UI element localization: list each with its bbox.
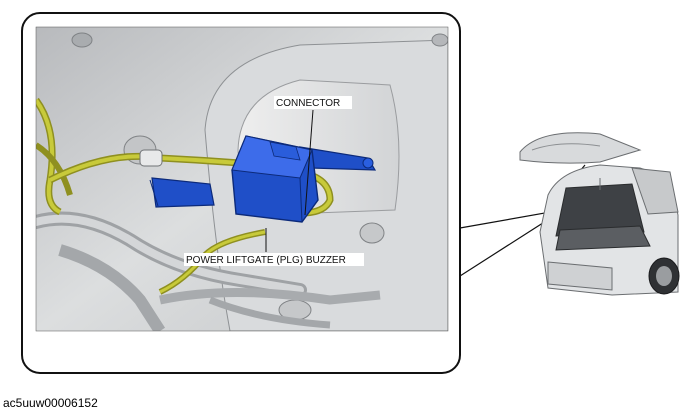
buzzer-label-bg — [184, 253, 364, 266]
harness-clip — [139, 149, 163, 167]
gray-hose — [208, 296, 331, 329]
rear-bumper — [547, 261, 613, 291]
detail-view — [36, 27, 448, 331]
bracket-arm — [151, 177, 215, 208]
liftgate — [519, 132, 642, 164]
gray-hose — [58, 244, 166, 331]
mounting-bolt — [362, 157, 374, 169]
connector-label: CONNECTOR — [276, 98, 340, 109]
connector-leader — [304, 109, 314, 216]
suv-rear-liftgate-open-icon — [519, 132, 680, 296]
gray-hose-highlight — [36, 214, 304, 294]
panel-hole — [431, 33, 448, 47]
gray-hose — [159, 288, 381, 305]
bracket-edge — [149, 179, 159, 207]
panel-hole — [359, 222, 385, 244]
buzzer-label: POWER LIFTGATE (PLG) BUZZER — [186, 255, 346, 266]
side-window — [631, 167, 679, 215]
wheel-hub — [656, 266, 672, 286]
detail-border — [35, 26, 449, 332]
wire-harness — [36, 142, 73, 196]
cargo-floor — [555, 225, 651, 251]
buzzer-connector — [269, 141, 301, 161]
panel-hole — [71, 32, 93, 48]
liftgate-edge — [531, 143, 601, 151]
connector-label-bg — [274, 96, 352, 109]
cargo-area — [555, 183, 645, 237]
figure-id: ac5uuw00006152 — [3, 396, 98, 410]
plg-buzzer-edge — [299, 177, 303, 223]
